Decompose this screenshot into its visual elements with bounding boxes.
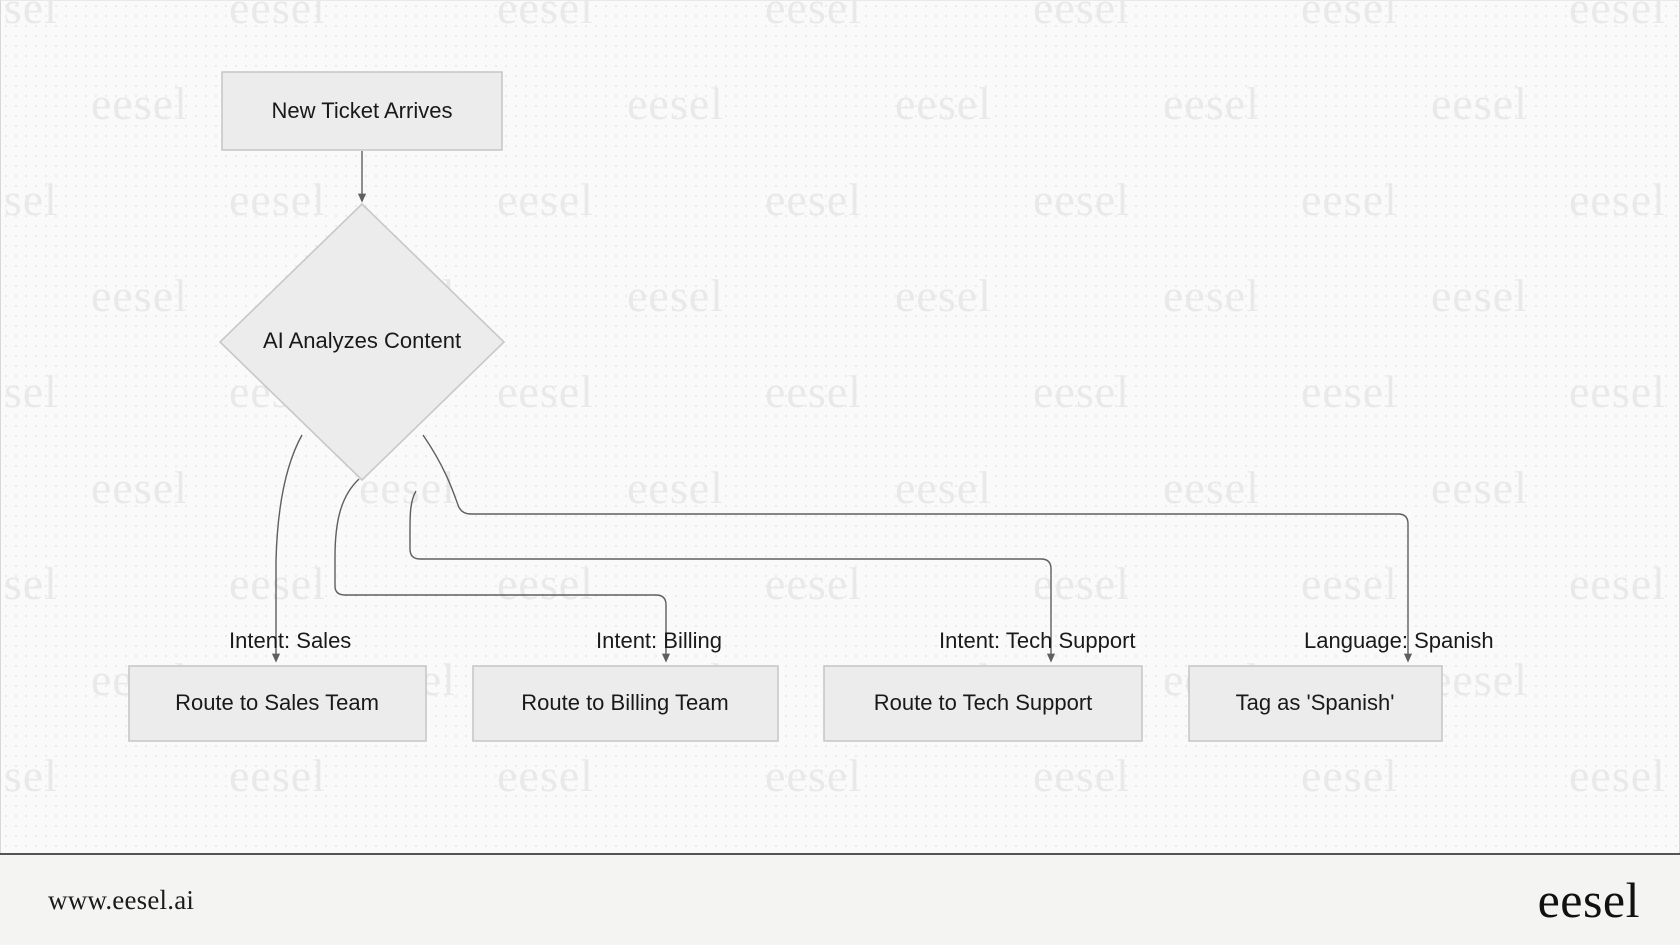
- svg-text:Tag as 'Spanish': Tag as 'Spanish': [1236, 690, 1395, 715]
- svg-text:New Ticket Arrives: New Ticket Arrives: [272, 98, 453, 123]
- edge-decide-to-billing: Intent: Billing: [334, 478, 722, 663]
- edge-decide-to-tech: Intent: Tech Support: [409, 490, 1136, 663]
- edge-decide-to-sales: Intent: Sales: [229, 434, 351, 663]
- edge-decide-to-spanish: Language: Spanish: [422, 434, 1494, 663]
- edge-label-intent-billing: Intent: Billing: [596, 628, 722, 653]
- edge-label-intent-sales: Intent: Sales: [229, 628, 351, 653]
- svg-text:Route to Tech Support: Route to Tech Support: [874, 690, 1093, 715]
- footer-logo: eesel: [1537, 872, 1640, 928]
- node-ai-analyzes-content[interactable]: AI Analyzes Content: [218, 202, 506, 482]
- node-route-to-tech-support[interactable]: Route to Tech Support: [823, 665, 1143, 742]
- svg-text:Route to Billing Team: Route to Billing Team: [521, 690, 729, 715]
- node-route-to-sales-team[interactable]: Route to Sales Team: [128, 665, 427, 742]
- node-route-to-billing-team[interactable]: Route to Billing Team: [472, 665, 779, 742]
- svg-text:Route to Sales Team: Route to Sales Team: [175, 690, 379, 715]
- diagram-canvas: eeseleeseleeseleeseleeseleeseleeseleesel…: [0, 0, 1680, 853]
- node-tag-as-spanish[interactable]: Tag as 'Spanish': [1188, 665, 1443, 742]
- page-footer: www.eesel.ai eesel: [0, 853, 1680, 945]
- node-new-ticket-arrives[interactable]: New Ticket Arrives: [221, 71, 503, 151]
- svg-text:AI Analyzes Content: AI Analyzes Content: [263, 328, 461, 353]
- footer-url[interactable]: www.eesel.ai: [48, 884, 195, 915]
- edge-label-intent-tech-support: Intent: Tech Support: [939, 628, 1136, 653]
- flowchart-svg: Intent: Sales Intent: Billing Intent: Te…: [128, 71, 1494, 742]
- edge-label-language-spanish: Language: Spanish: [1304, 628, 1494, 653]
